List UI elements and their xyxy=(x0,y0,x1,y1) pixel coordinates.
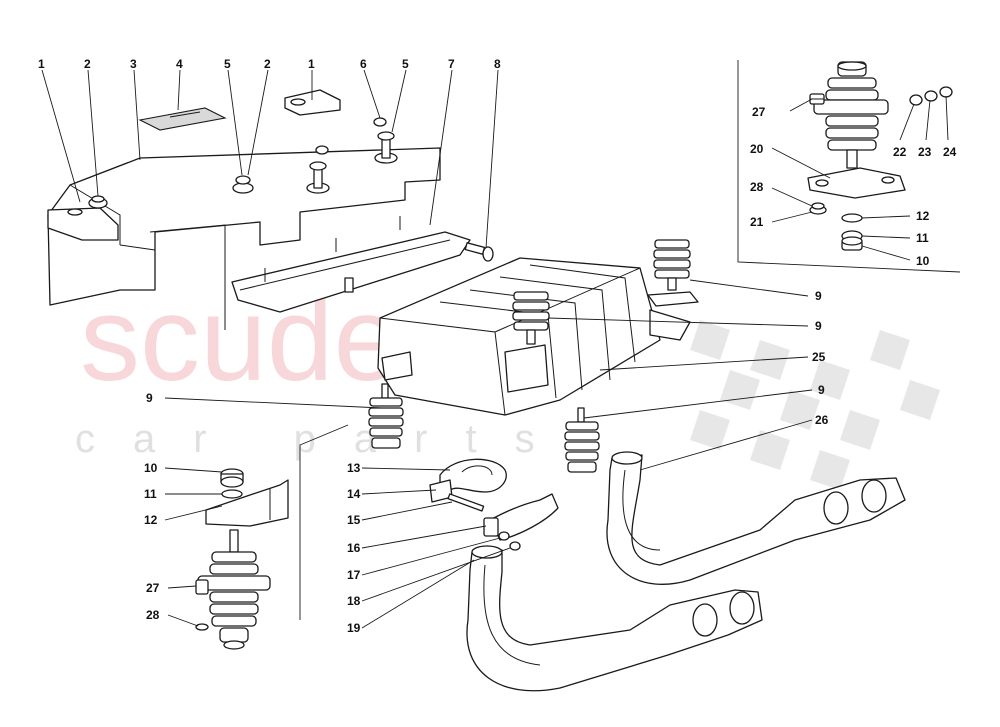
callout-label: 18 xyxy=(347,594,361,608)
callout-label: 9 xyxy=(146,391,153,405)
inset-mount-lower xyxy=(195,468,289,650)
tailpipe-upper xyxy=(606,451,906,585)
callout-label: 19 xyxy=(347,621,361,635)
rubber-mount-lower-right xyxy=(564,407,600,473)
callout-label: 1 xyxy=(38,57,45,71)
silencer xyxy=(377,257,691,416)
callout-label: 24 xyxy=(943,145,957,159)
callout-label: 9 xyxy=(815,319,822,333)
shield-fasteners xyxy=(88,89,398,209)
callout-label: 28 xyxy=(750,180,764,194)
callout-label: 9 xyxy=(818,383,825,397)
callout-label: 11 xyxy=(916,231,929,245)
callout-label: 6 xyxy=(360,57,367,71)
callout-label: 27 xyxy=(752,105,766,119)
mounting-strip xyxy=(231,216,471,313)
callout-label: 27 xyxy=(146,581,160,595)
callout-label: 12 xyxy=(144,513,158,527)
callout-label: 2 xyxy=(84,57,91,71)
label-plate xyxy=(138,107,227,131)
heat-shield xyxy=(47,147,441,330)
callout-label: 25 xyxy=(812,350,826,364)
callout-label: 14 xyxy=(347,487,361,501)
inset-divider-lines xyxy=(299,60,961,620)
callout-label: 22 xyxy=(893,145,907,159)
watermark-tagline: car parts xyxy=(75,417,573,461)
callout-label: 2 xyxy=(264,57,271,71)
callout-label: 4 xyxy=(176,57,183,71)
callout-label: 16 xyxy=(347,541,361,555)
callout-label: 13 xyxy=(347,461,361,475)
callout-label: 17 xyxy=(347,568,361,582)
callout-label: 5 xyxy=(402,57,409,71)
checkered-flag-watermark xyxy=(690,320,940,490)
rubber-mount-upper-right xyxy=(647,239,699,307)
callout-label: 26 xyxy=(815,413,829,427)
rubber-mount-lower-left xyxy=(368,383,404,449)
callout-label: 10 xyxy=(916,254,930,268)
callout-label: 5 xyxy=(224,57,231,71)
tailpipe-lower xyxy=(466,545,763,692)
bolt xyxy=(464,242,494,262)
callout-label: 15 xyxy=(347,513,361,527)
callout-label: 21 xyxy=(750,215,764,229)
callout-label: 7 xyxy=(448,57,455,71)
callout-label: 10 xyxy=(144,461,158,475)
callout-label: 11 xyxy=(144,487,157,501)
callout-label: 1 xyxy=(308,57,315,71)
inset-mount-upper xyxy=(807,61,953,251)
callout-numbers: 1 2 3 4 5 2 1 6 5 7 8 27 20 28 21 22 23 … xyxy=(38,57,957,635)
callout-label: 8 xyxy=(494,57,501,71)
clamp-assembly xyxy=(429,458,559,551)
callout-label: 20 xyxy=(750,142,764,156)
callout-label: 23 xyxy=(918,145,932,159)
callout-label: 3 xyxy=(130,57,137,71)
leader-lines xyxy=(41,69,949,629)
callout-label: 9 xyxy=(815,289,822,303)
rubber-mount-upper-center xyxy=(512,291,550,345)
callout-label: 12 xyxy=(916,209,930,223)
callout-label: 28 xyxy=(146,608,160,622)
